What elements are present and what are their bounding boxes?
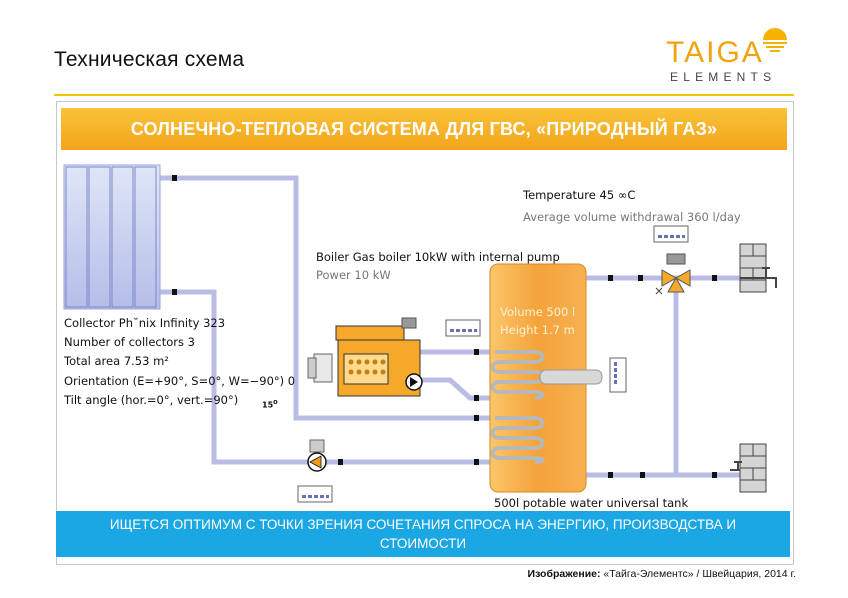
logo: TAIGA ELEMENTS <box>664 20 794 90</box>
logo-subtitle: ELEMENTS <box>670 70 777 84</box>
boiler-pump-icon <box>405 373 423 391</box>
solar-collector-array <box>63 164 161 310</box>
tilt-value: 15o <box>262 398 278 410</box>
boiler-power-label: Power 10 kW <box>316 268 391 282</box>
tap-icon <box>740 267 777 288</box>
storage-tank <box>489 263 603 493</box>
conclusion-banner: ИЩЕТСЯ ОПТИМУМ С ТОЧКИ ЗРЕНИЯ СОЧЕТАНИЯ … <box>56 511 790 557</box>
page-title: Техническая схема <box>54 48 245 71</box>
tank-caption: 500l potable water universal tank <box>494 496 689 510</box>
diagram-title-banner: СОЛНЕЧНО-ТЕПЛОВАЯ СИСТЕМА ДЛЯ ГВС, «ПРИР… <box>61 108 787 150</box>
collector-area-label: Total area 7.53 m² <box>64 354 169 368</box>
withdrawal-label: Average volume withdrawal 360 l/day <box>523 210 741 224</box>
collector-orientation-label: Orientation (E=+90°, S=0°, W=−90°) 0 <box>64 374 296 388</box>
pipe-joints <box>172 175 717 478</box>
mixing-valve-icon <box>655 253 691 295</box>
tank-volume-label: Volume 500 l <box>500 305 576 319</box>
boiler-label: Boiler Gas boiler 10kW with internal pum… <box>316 250 560 264</box>
outlet-icon <box>730 461 742 471</box>
collector-tilt-label: Tilt angle (hor.=0°, vert.=90°) <box>64 393 239 407</box>
gas-boiler <box>307 317 421 397</box>
collector-label: Collector Ph˘nix Infinity 323 <box>64 316 226 330</box>
solar-pump-icon <box>307 439 327 472</box>
temperature-label: Temperature 45 ∞C <box>523 188 636 202</box>
image-credit: Изображение: «Тайга-Элементс» / Швейцари… <box>527 568 796 580</box>
controller-displays <box>297 225 689 503</box>
tank-height-label: Height 1.7 m <box>500 323 575 337</box>
header-divider <box>54 94 794 96</box>
logo-wordmark: TAIGA <box>666 36 764 69</box>
sun-icon <box>763 28 787 52</box>
collector-count-label: Number of collectors 3 <box>64 335 195 349</box>
